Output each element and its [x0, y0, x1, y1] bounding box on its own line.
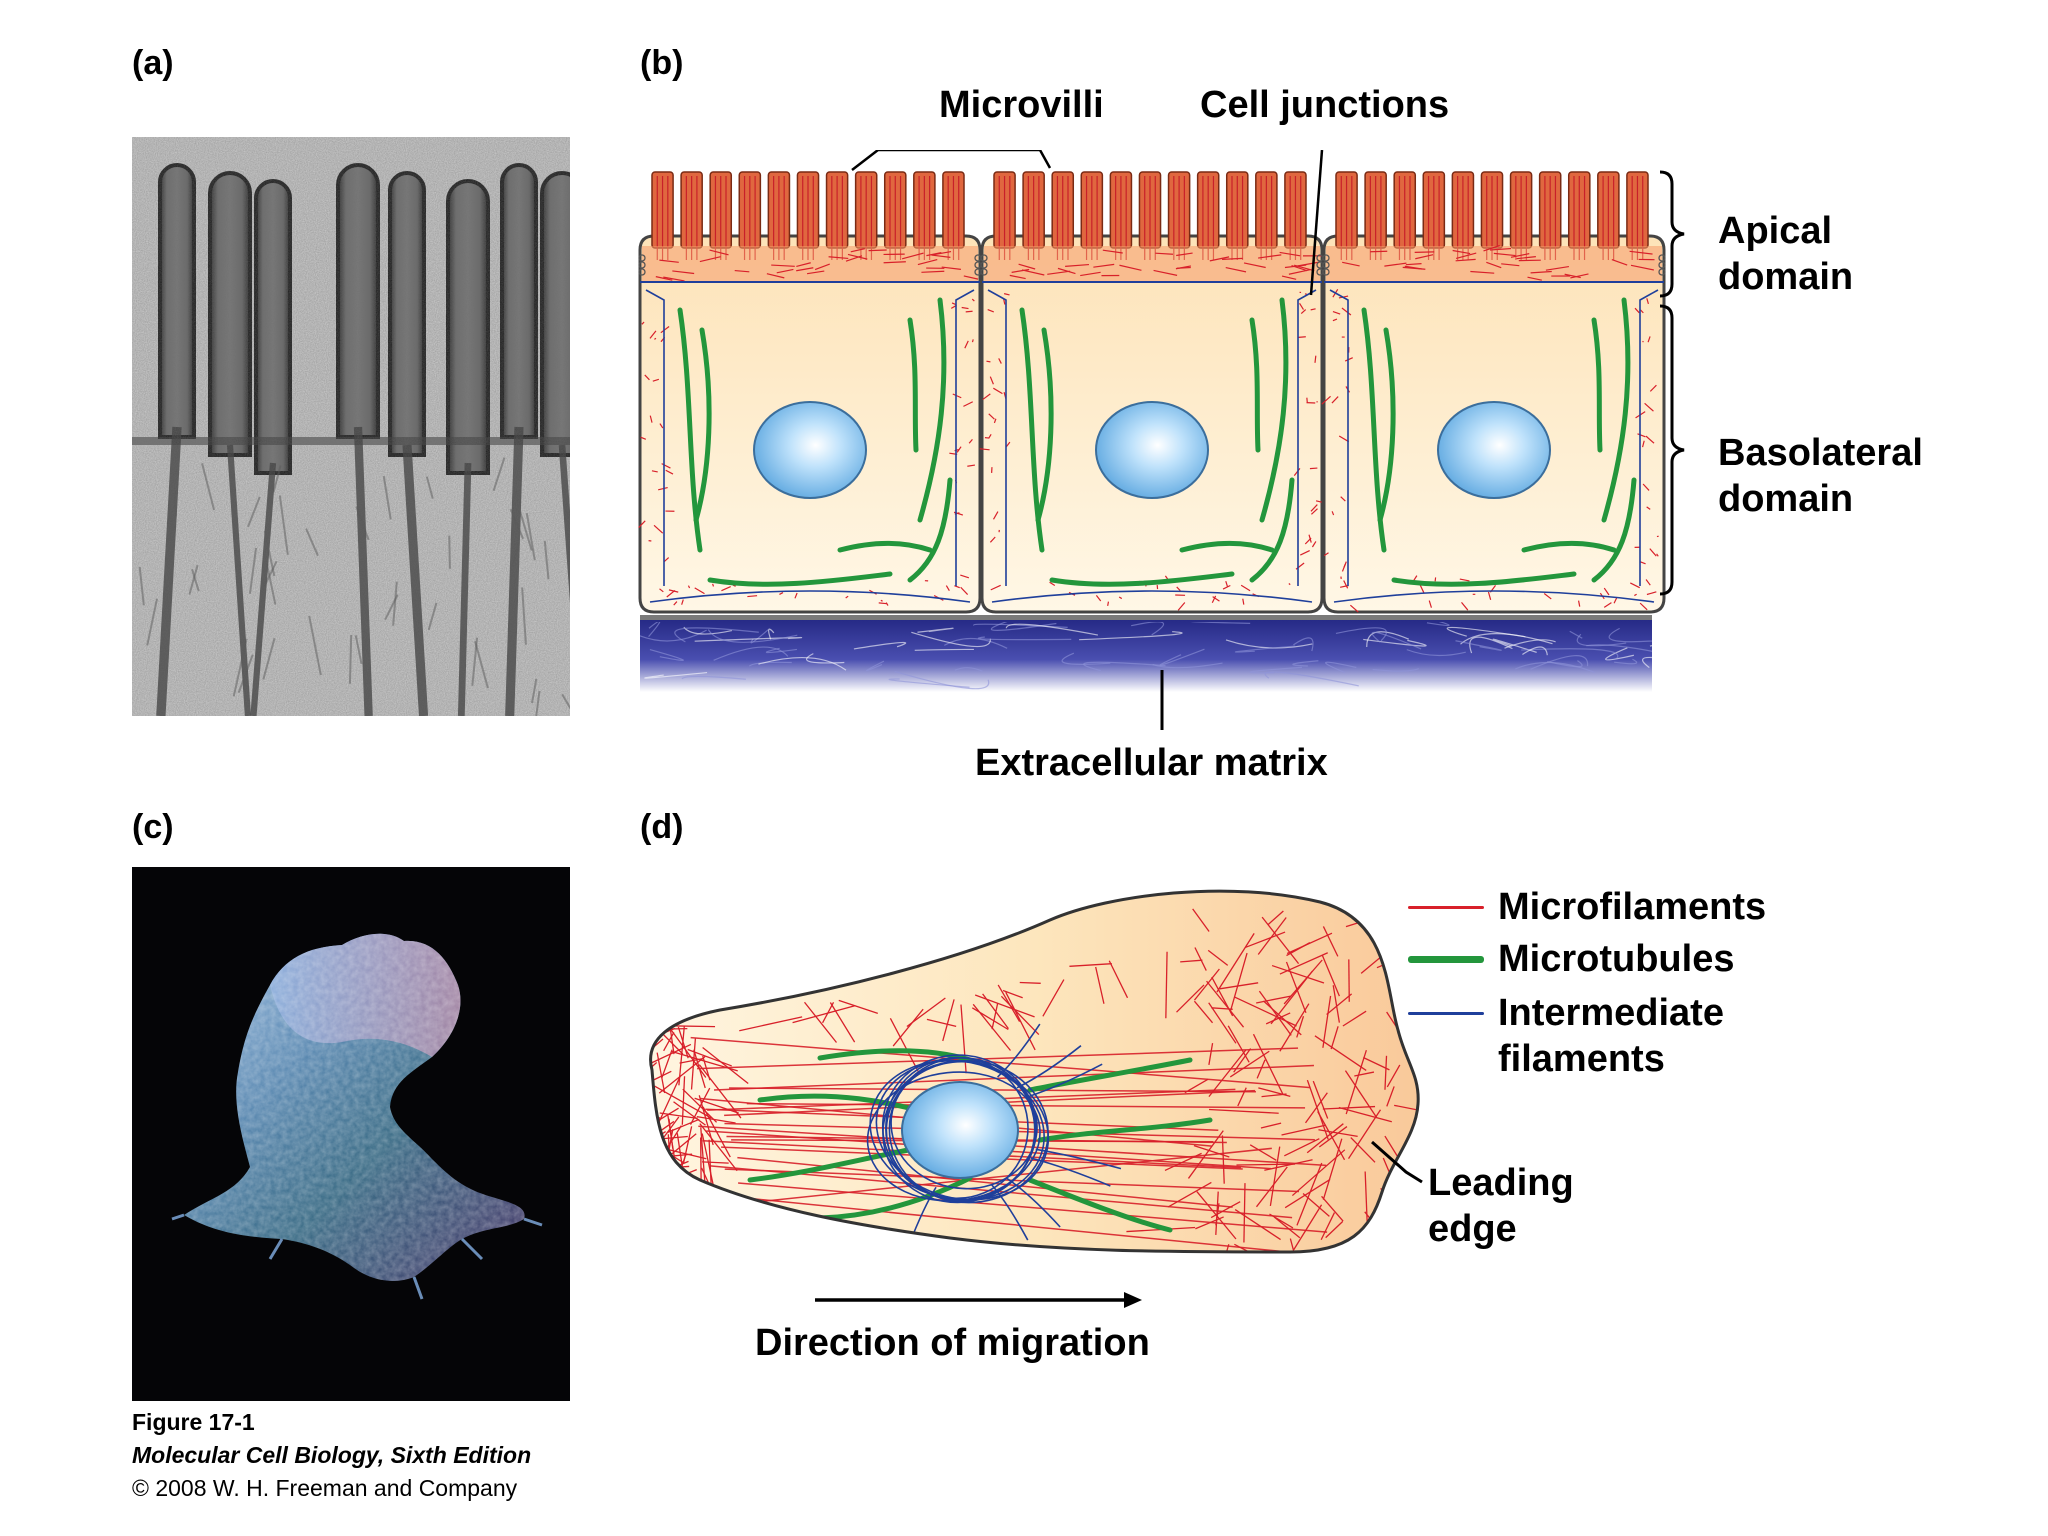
- legend-intermediate-filaments: Intermediate filaments: [1408, 990, 1724, 1082]
- micrograph-microvilli: [132, 137, 570, 716]
- epithelial-cells-diagram: [630, 148, 1960, 795]
- caption-figure-number: Figure 17-1: [132, 1409, 255, 1435]
- panel-label-b: (b): [640, 44, 684, 82]
- panel-label-c: (c): [132, 808, 174, 846]
- figure-caption: Figure 17-1 Molecular Cell Biology, Sixt…: [132, 1406, 531, 1505]
- epithelial-cell: [1321, 171, 1666, 614]
- label-basolateral-domain: Basolateral domain: [1718, 432, 1923, 520]
- label-leading-edge: Leading edge: [1428, 1162, 1574, 1250]
- legend-microtubules: Microtubules: [1408, 936, 1734, 982]
- epithelial-cell: [638, 171, 982, 614]
- legend-swatch-intermediate: [1408, 1012, 1484, 1015]
- sem-cell-body: [171, 933, 543, 1300]
- migrating-cell-diagram: [630, 880, 1530, 1355]
- label-microvilli: Microvilli: [939, 84, 1104, 126]
- label-extracellular-matrix: Extracellular matrix: [975, 742, 1328, 784]
- panel-label-d: (d): [640, 808, 684, 846]
- sem-migrating-cell: [132, 867, 570, 1401]
- epithelial-cell: [979, 171, 1324, 614]
- label-cell-junctions: Cell junctions: [1200, 84, 1450, 126]
- caption-copyright: © 2008 W. H. Freeman and Company: [132, 1475, 518, 1501]
- panel-label-a: (a): [132, 44, 174, 82]
- label-apical-domain: Apical domain: [1718, 210, 1854, 298]
- caption-book-title: Molecular Cell Biology, Sixth Edition: [132, 1442, 532, 1468]
- label-direction-of-migration: Direction of migration: [755, 1322, 1150, 1364]
- legend-swatch-microtubules: [1408, 956, 1484, 963]
- legend-microfilaments: Microfilaments: [1408, 884, 1766, 930]
- legend-swatch-microfilaments: [1408, 906, 1484, 909]
